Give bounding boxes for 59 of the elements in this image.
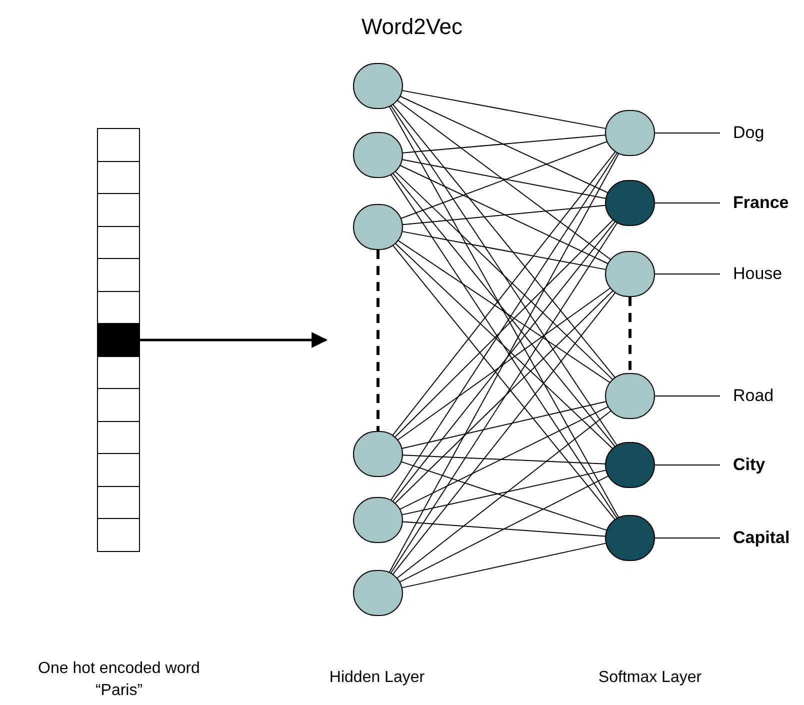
connection-line <box>402 542 606 588</box>
connection-line <box>390 105 618 446</box>
connection-line <box>402 454 606 464</box>
connection-line <box>398 240 610 383</box>
connection-line <box>388 153 620 573</box>
connection-line <box>654 464 720 466</box>
connection-line <box>394 290 614 504</box>
connection-line <box>396 100 612 260</box>
output-word: Road <box>733 385 774 408</box>
connection-line <box>394 171 614 380</box>
neuron <box>605 373 655 419</box>
neuron <box>353 570 403 616</box>
neuron <box>605 110 655 156</box>
active-neuron <box>605 515 655 561</box>
active-neuron <box>605 442 655 488</box>
connection-line <box>402 470 606 516</box>
output-word: City <box>733 454 766 476</box>
neuron <box>605 251 655 297</box>
connection-line <box>402 204 606 226</box>
connection-line <box>392 292 616 575</box>
connection-line <box>400 96 608 194</box>
connection-line <box>402 521 606 537</box>
vector-bar <box>97 128 140 552</box>
connection-line <box>402 134 606 154</box>
connection-line <box>402 231 606 270</box>
neuron <box>353 497 403 543</box>
connection-line <box>402 401 606 449</box>
connection-line <box>397 288 611 440</box>
connection-line <box>654 132 720 134</box>
neuron <box>353 132 403 178</box>
connection-line <box>394 242 614 450</box>
ellipsis-line <box>376 250 380 431</box>
neuron <box>353 204 403 250</box>
output-word: House <box>733 263 782 286</box>
connection-line <box>400 141 608 219</box>
layer-label: Softmax Layer <box>597 668 703 688</box>
input-caption: One hot encoded word “Paris” <box>37 659 201 701</box>
connection-line <box>399 476 609 582</box>
ellipsis-line <box>628 297 632 373</box>
connection-line <box>401 461 607 531</box>
output-word: Capital <box>733 527 790 550</box>
layer-label: Hidden Layer <box>328 668 426 688</box>
neuron <box>353 431 403 477</box>
neuron <box>353 63 403 109</box>
arrow <box>140 332 328 348</box>
connection-line <box>400 406 608 510</box>
connection-line <box>388 106 620 518</box>
connection-line <box>402 159 606 199</box>
connection-line <box>654 202 720 204</box>
connection-line <box>402 90 606 129</box>
active-neuron <box>605 180 655 226</box>
connection-line <box>396 410 612 579</box>
diagram-title: Word2Vec <box>360 13 464 41</box>
output-word: France <box>733 192 789 214</box>
connection-line <box>400 165 608 264</box>
connection-line <box>392 104 616 378</box>
output-word: Dog <box>733 122 764 144</box>
connection-line <box>394 219 614 438</box>
connection-line <box>390 222 618 574</box>
